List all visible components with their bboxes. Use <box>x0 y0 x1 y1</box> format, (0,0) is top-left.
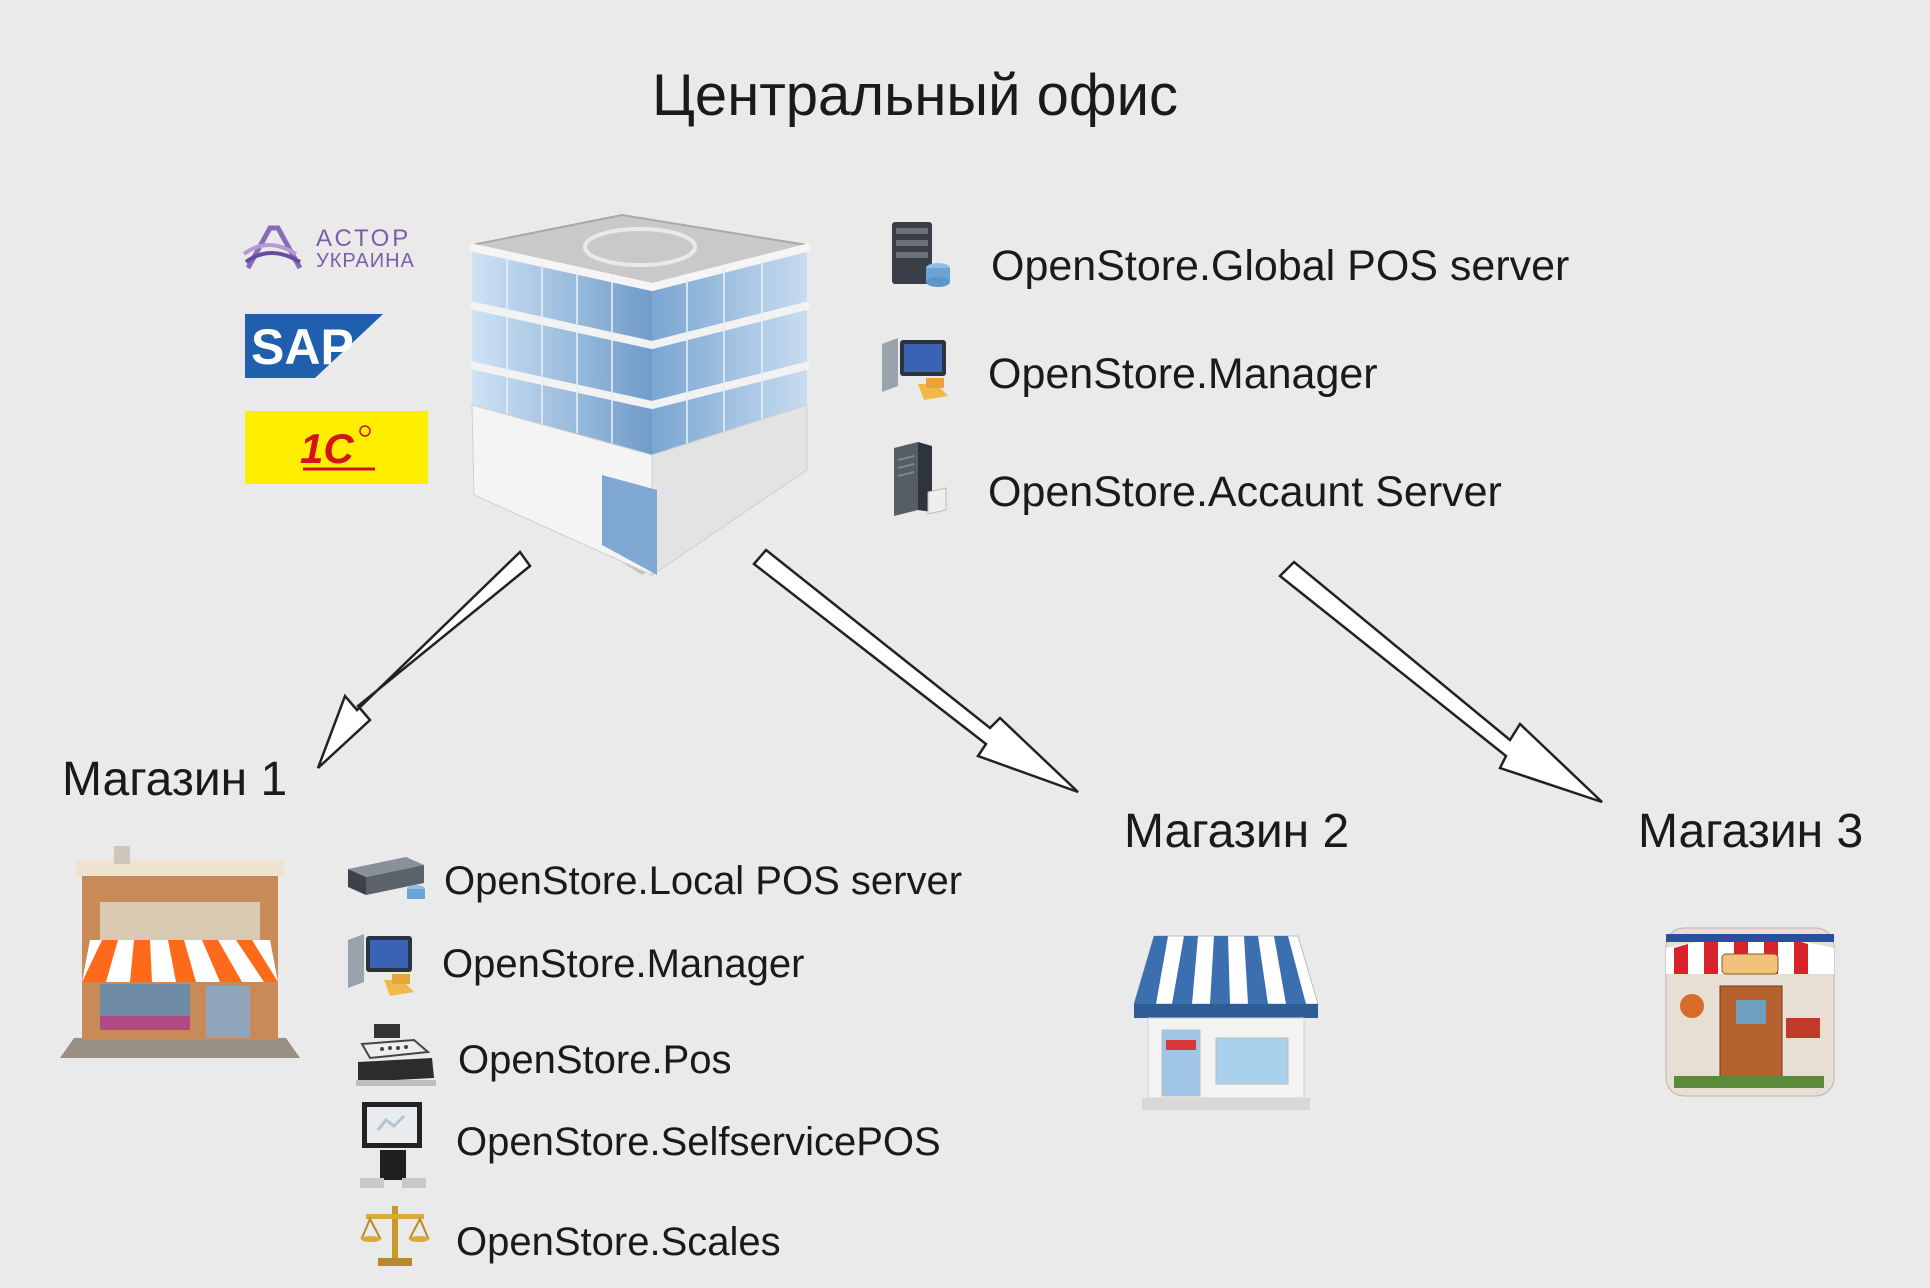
astor-line2: УКРАИНА <box>316 250 415 272</box>
arrow-to-store-1 <box>316 550 532 769</box>
office-item-label: OpenStore.Accaunt Server <box>988 468 1502 516</box>
store1-item-label: OpenStore.Pos <box>458 1038 732 1082</box>
store-3-title: Магазин 3 <box>1638 805 1864 858</box>
cafe-icon <box>1664 926 1836 1098</box>
sap-logo: SAP <box>245 314 383 378</box>
manager-workstation-icon <box>882 338 948 400</box>
astor-logo: АСТОР УКРАИНА <box>242 224 424 274</box>
store1-item-label: OpenStore.Local POS server <box>444 859 963 903</box>
storefront-icon <box>60 842 300 1066</box>
scales-icon <box>360 1206 430 1266</box>
store1-item-label: OpenStore.SelfservicePOS <box>456 1120 941 1164</box>
1c-text: 1С <box>300 425 354 472</box>
astor-line1: АСТОР <box>316 225 412 252</box>
store-1-title: Магазин 1 <box>62 753 288 806</box>
store1-item-label: OpenStore.Manager <box>442 942 805 986</box>
sap-text: SAP <box>251 319 354 375</box>
self-service-kiosk-icon <box>360 1102 426 1188</box>
rack-server-icon <box>348 857 425 899</box>
small-shop-icon <box>1132 934 1320 1114</box>
database-server-icon <box>892 222 950 287</box>
astor-mark-icon <box>242 225 303 270</box>
store-2-title: Магазин 2 <box>1124 805 1350 858</box>
cash-register-icon <box>356 1024 436 1086</box>
1c-logo: 1С <box>245 411 428 484</box>
arrow-to-store-3 <box>1278 560 1603 804</box>
office-building-icon <box>462 205 822 585</box>
manager-workstation-icon <box>348 934 414 996</box>
tower-server-icon <box>894 442 947 516</box>
office-item-label: OpenStore.Manager <box>988 350 1378 398</box>
page-title: Центральный офис <box>652 63 1178 128</box>
arrow-to-store-2 <box>752 548 1079 794</box>
store1-item-label: OpenStore.Scales <box>456 1220 781 1264</box>
office-item-label: OpenStore.Global POS server <box>991 242 1570 290</box>
